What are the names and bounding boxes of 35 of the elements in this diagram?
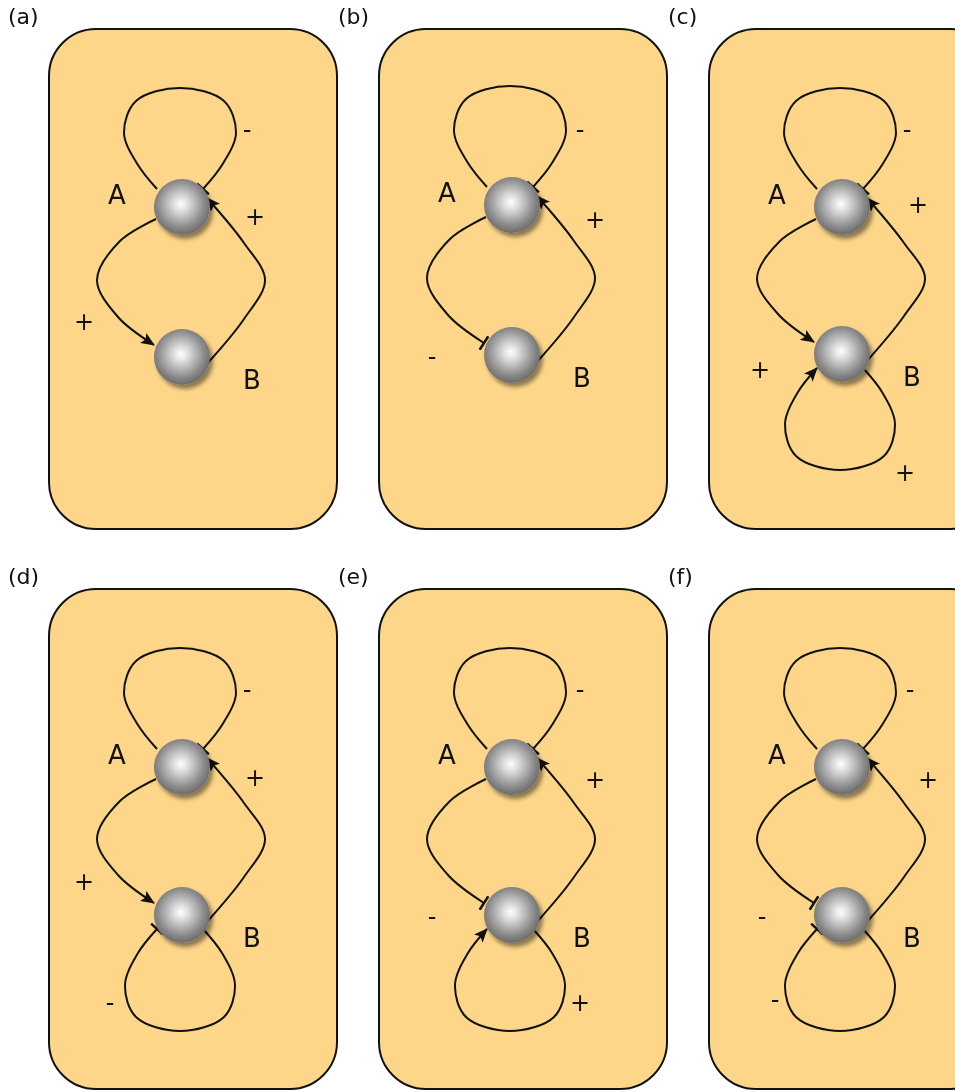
sphere-node [484, 739, 540, 795]
panel-label: (c) [668, 4, 698, 29]
sphere-node [154, 329, 210, 385]
node-label: B [243, 923, 261, 953]
sphere-node [484, 177, 540, 233]
panel-label: (d) [8, 564, 40, 589]
sphere-node [484, 887, 540, 943]
node-label: B [903, 362, 921, 392]
panel-label: (b) [338, 4, 370, 29]
node-label: B [573, 923, 591, 953]
node-label: B [903, 923, 921, 953]
node-label: A [438, 178, 456, 208]
sphere-node [154, 887, 210, 943]
arrow [96, 218, 157, 346]
node-label: A [108, 180, 126, 210]
arrow [756, 218, 817, 343]
panel-label: (a) [8, 4, 39, 29]
node-label: A [768, 740, 786, 770]
panel-label: (f) [668, 564, 693, 589]
panel-label: (e) [338, 564, 369, 589]
node-label: A [768, 180, 786, 210]
node-label: B [573, 363, 591, 393]
sphere-node [814, 326, 870, 382]
feedback-loop-arrow [454, 928, 566, 1032]
sphere-node [154, 739, 210, 795]
node-label: B [243, 365, 261, 395]
sphere-node [814, 179, 870, 235]
sphere-node [484, 327, 540, 383]
node-label: A [438, 740, 456, 770]
feedback-loop-arrow [784, 367, 896, 471]
arrow [96, 778, 157, 904]
sphere-node [814, 739, 870, 795]
sphere-node [154, 179, 210, 235]
sphere-node [814, 887, 870, 943]
node-label: A [108, 740, 126, 770]
